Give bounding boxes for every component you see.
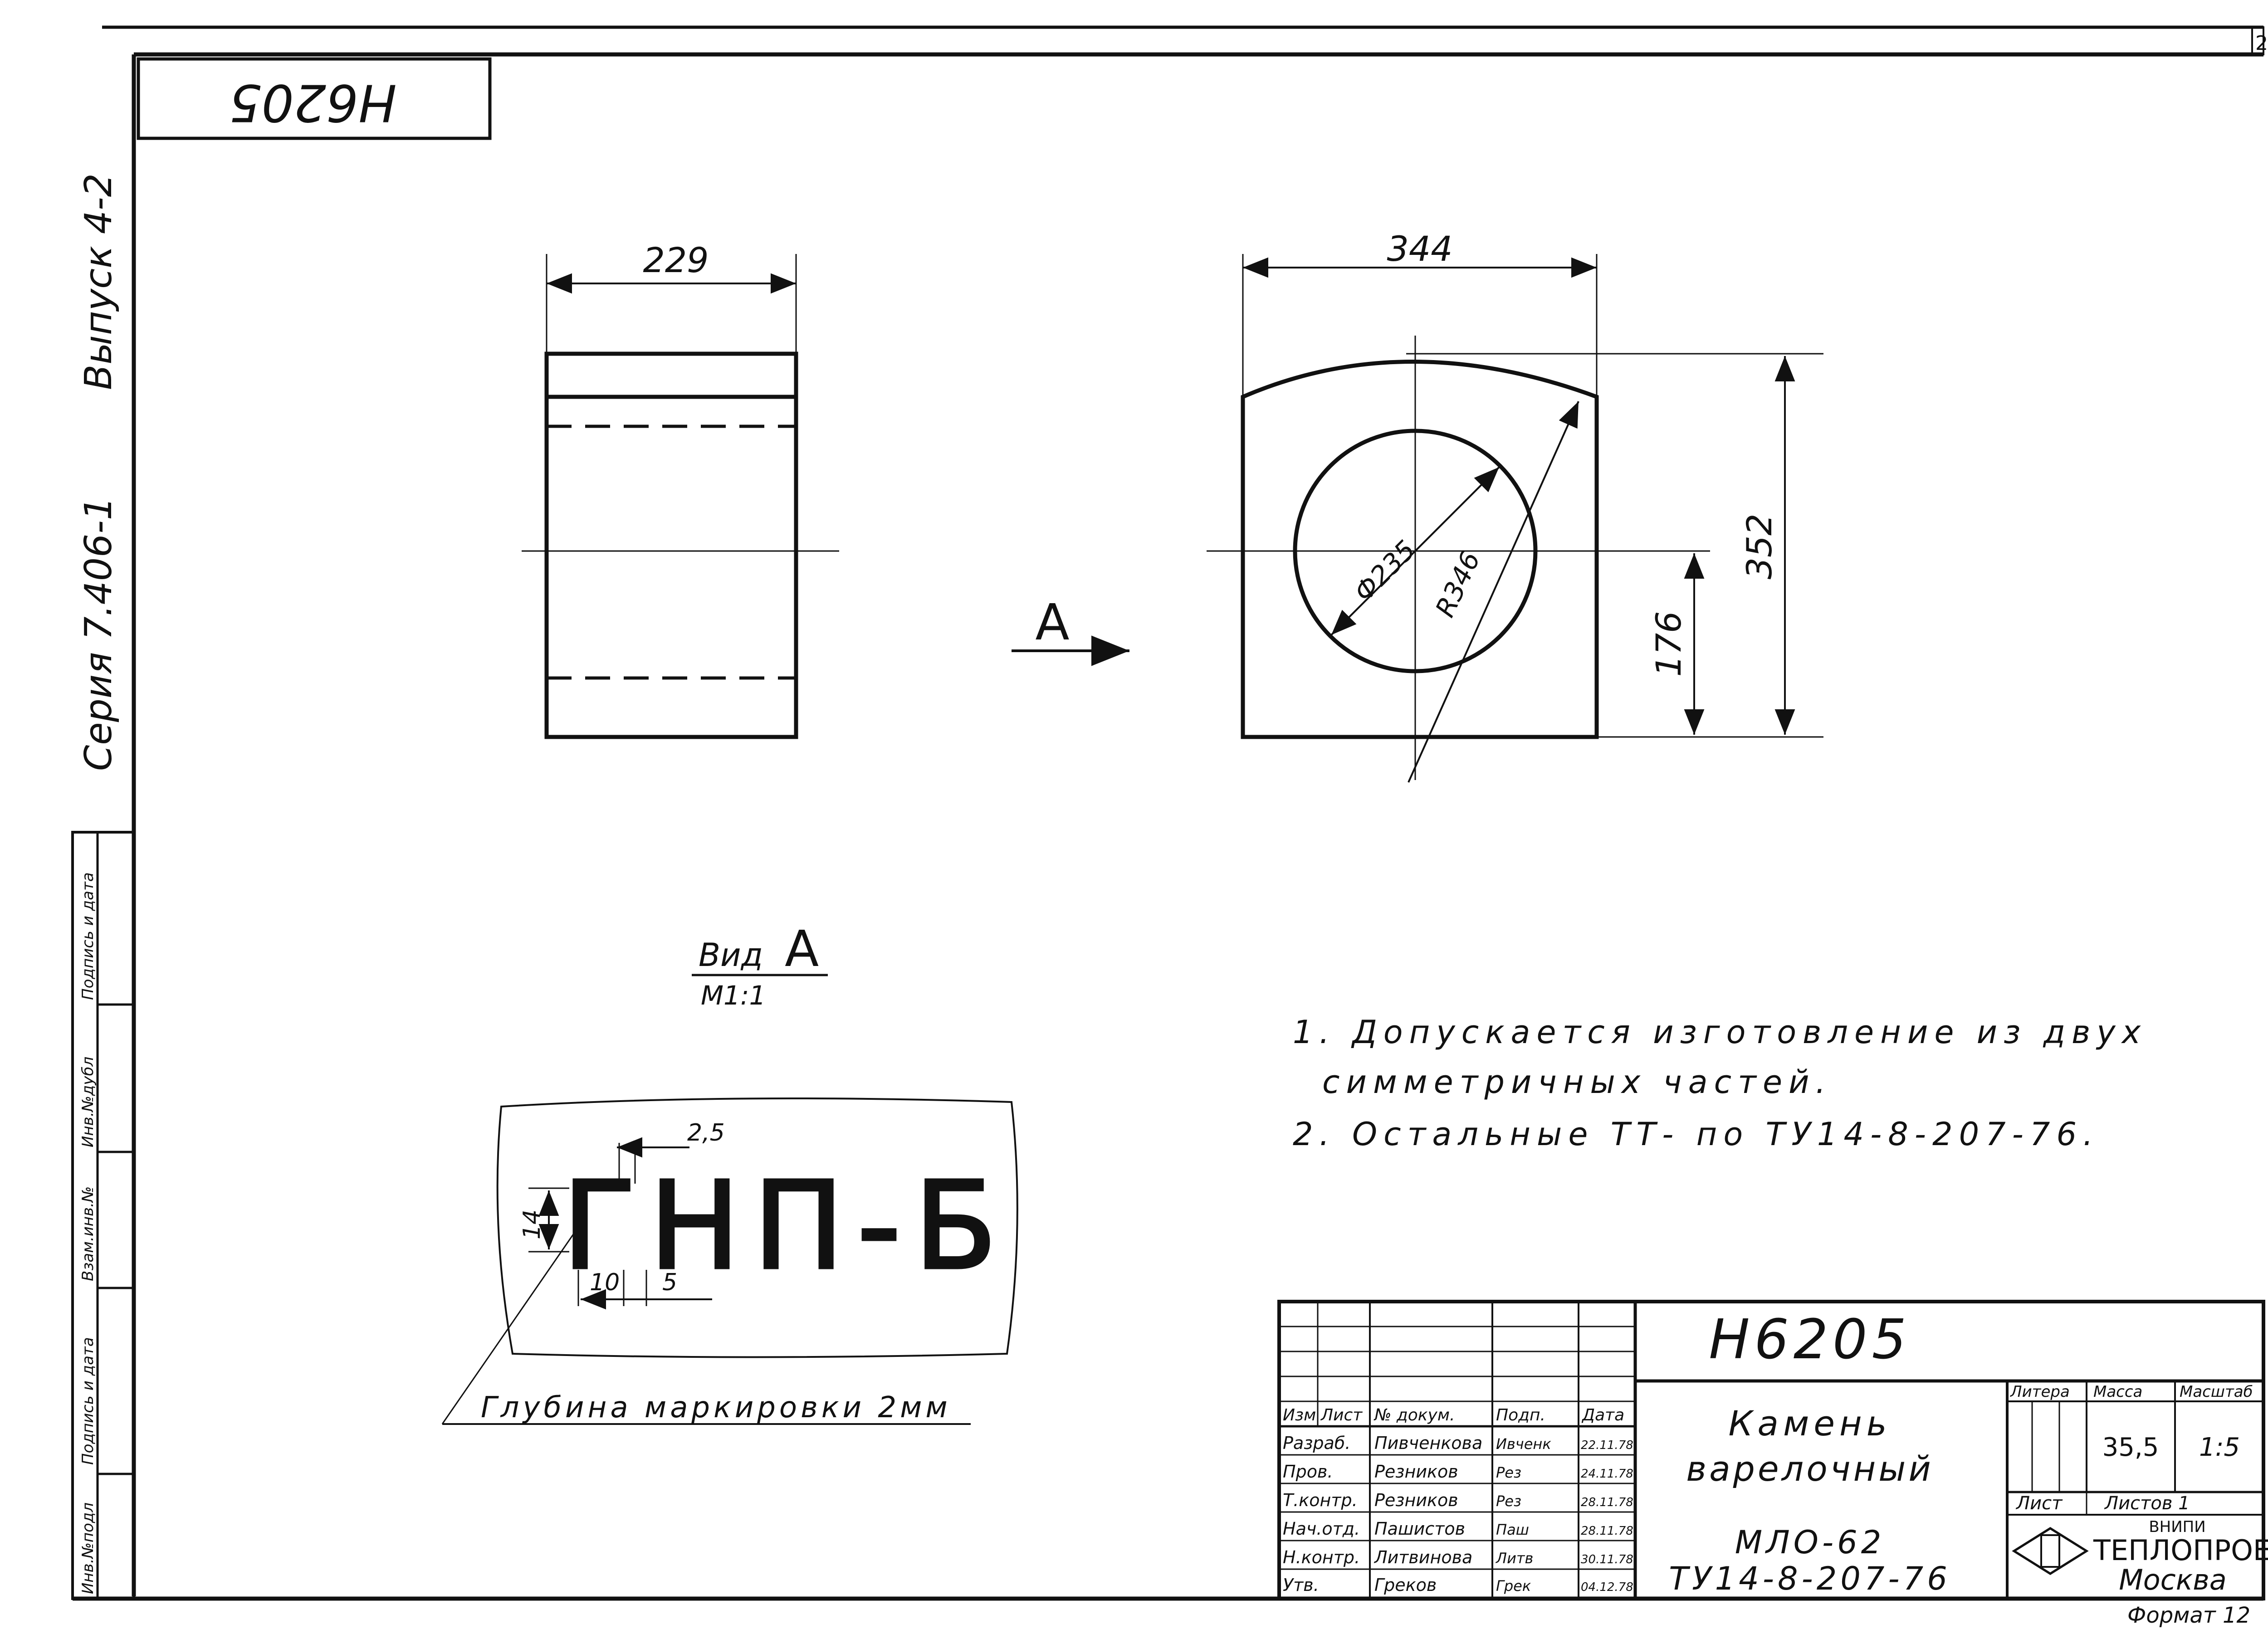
corner-mark: 2 [2255,32,2268,55]
half-height-dim: 176 [1648,611,1689,677]
marking-depth-note: Глубина маркировки 2мм [481,1391,951,1424]
marking-text: ГНП-Б [562,1156,1011,1296]
note-line-1: 1. Допускается изготовление из двух [1293,1014,2147,1051]
tb-org-1: ВНИПИ [2149,1518,2205,1536]
front-view: 229 [522,240,839,739]
margin-field-4: Инв.№дубл [79,1057,97,1147]
stamp-number-box: Н6205 [137,57,492,140]
org-logo-icon [2012,1527,2089,1575]
marking-width-dim: 10 [590,1269,620,1296]
tb-row-3-role: Т.контр. [1283,1490,1358,1510]
height-dim: 352 [1739,513,1779,579]
tb-row-2-role: Пров. [1283,1462,1333,1482]
tb-row-1-date: 22.11.78 [1581,1439,1633,1452]
side-view: Ф235 R346 344 352 176 [1207,229,1823,783]
format-label: Формат 12 [2127,1603,2250,1628]
tb-row-5-name: Литвинова [1374,1547,1472,1567]
view-arrow-label: А [1035,593,1069,651]
tb-mass-label: Масса [2093,1383,2142,1401]
tb-row-5-sign: Литв [1496,1550,1533,1567]
tb-material-2: ТУ14-8-207-76 [1669,1560,1950,1597]
tb-mass-value: 35,5 [2102,1433,2159,1462]
margin-field-2: Подпись и дата [79,1337,97,1465]
tb-litera-label: Литера [2009,1383,2070,1401]
issue-label: Выпуск 4-2 [77,173,120,390]
tb-material-1: МЛО-62 [1735,1524,1885,1561]
title-block: Изм Лист № докум. Подп. Дата Разраб. Пив… [1277,1300,2268,1600]
tb-sheets-label: Листов 1 [2104,1493,2190,1514]
view-arrow: А [1012,593,1129,666]
tb-header-sign: Подп. [1496,1406,1545,1424]
tb-row-3-date: 28.11.78 [1581,1496,1633,1509]
tb-row-2-date: 24.11.78 [1581,1467,1633,1481]
notes: 1. Допускается изготовление из двух симм… [1293,1014,2147,1153]
tb-item-name-2: варелочный [1686,1449,1933,1489]
marking-height-dim: 14 [518,1210,546,1239]
margin-field-3: Взам.инв.№ [79,1186,97,1281]
marking-detail: ГНП-Б 14 2,5 10 5 Глубина маркировки 2мм [441,1097,1018,1425]
marking-stroke-dim: 2,5 [687,1119,725,1146]
side-width-dim: 344 [1387,229,1452,269]
front-width-dim: 229 [643,240,709,280]
tb-header-list: Лист [1320,1406,1363,1424]
sheet-frame [73,25,2264,1601]
tb-row-1-role: Разраб. [1283,1433,1350,1453]
series-label: Серия 7.406-1 [77,497,120,771]
note-line-2: симметричных частей. [1322,1063,1832,1101]
tb-sheet-label: Лист [2015,1493,2063,1514]
view-a-letter: А [785,920,819,978]
tb-row-6-name: Греков [1374,1575,1437,1595]
tb-row-4-name: Пашистов [1374,1519,1465,1539]
tb-city: Москва [2119,1563,2227,1596]
left-margin: Серия 7.406-1 Выпуск 4-2 Инв.№подл Подпи… [71,173,135,1600]
view-a-title: Вид А М1:1 [692,920,828,1011]
tb-row-5-date: 30.11.78 [1581,1553,1633,1566]
margin-field-1: Инв.№подл [79,1502,97,1594]
tb-row-5-role: Н.контр. [1283,1547,1360,1567]
margin-field-5: Подпись и дата [79,872,97,1000]
radius-dim: R346 [1429,546,1486,622]
tb-header-date: Дата [1581,1406,1624,1424]
marking-gap-dim: 5 [662,1269,677,1296]
tb-row-2-name: Резников [1374,1462,1458,1482]
tb-scale-label: Масштаб [2180,1383,2253,1401]
tb-header-izm: Изм [1283,1406,1316,1424]
title-block-grid [1279,1302,1635,1599]
tb-header-doc: № докум. [1374,1406,1455,1424]
note-line-3: 2. Остальные ТТ- по ТУ14-8-207-76. [1293,1116,2099,1153]
tb-row-1-sign: Ивченк [1496,1435,1551,1453]
tb-row-6-sign: Грек [1496,1577,1531,1595]
tb-row-6-role: Утв. [1283,1575,1319,1595]
tb-row-6-date: 04.12.78 [1581,1580,1633,1594]
tb-row-3-name: Резников [1374,1490,1458,1510]
diameter-dim: Ф235 [1348,534,1422,608]
view-a-prefix: Вид [699,937,763,974]
tb-row-1-name: Пивченкова [1374,1433,1482,1453]
tb-row-3-sign: Рез [1496,1493,1521,1510]
tb-item-name-1: Камень [1728,1403,1891,1444]
tb-row-4-date: 28.11.78 [1581,1524,1633,1538]
tb-designation: Н6205 [1709,1308,1911,1371]
tb-row-2-sign: Рез [1496,1464,1521,1481]
tb-scale-value: 1:5 [2199,1433,2240,1462]
tb-row-4-sign: Паш [1496,1521,1529,1538]
tb-org-2: ТЕПЛОПРОЕКТ [2093,1534,2268,1567]
stamp-number-rotated: Н6205 [229,73,396,132]
tb-row-4-role: Нач.отд. [1283,1519,1360,1539]
view-a-scale: М1:1 [701,980,766,1011]
